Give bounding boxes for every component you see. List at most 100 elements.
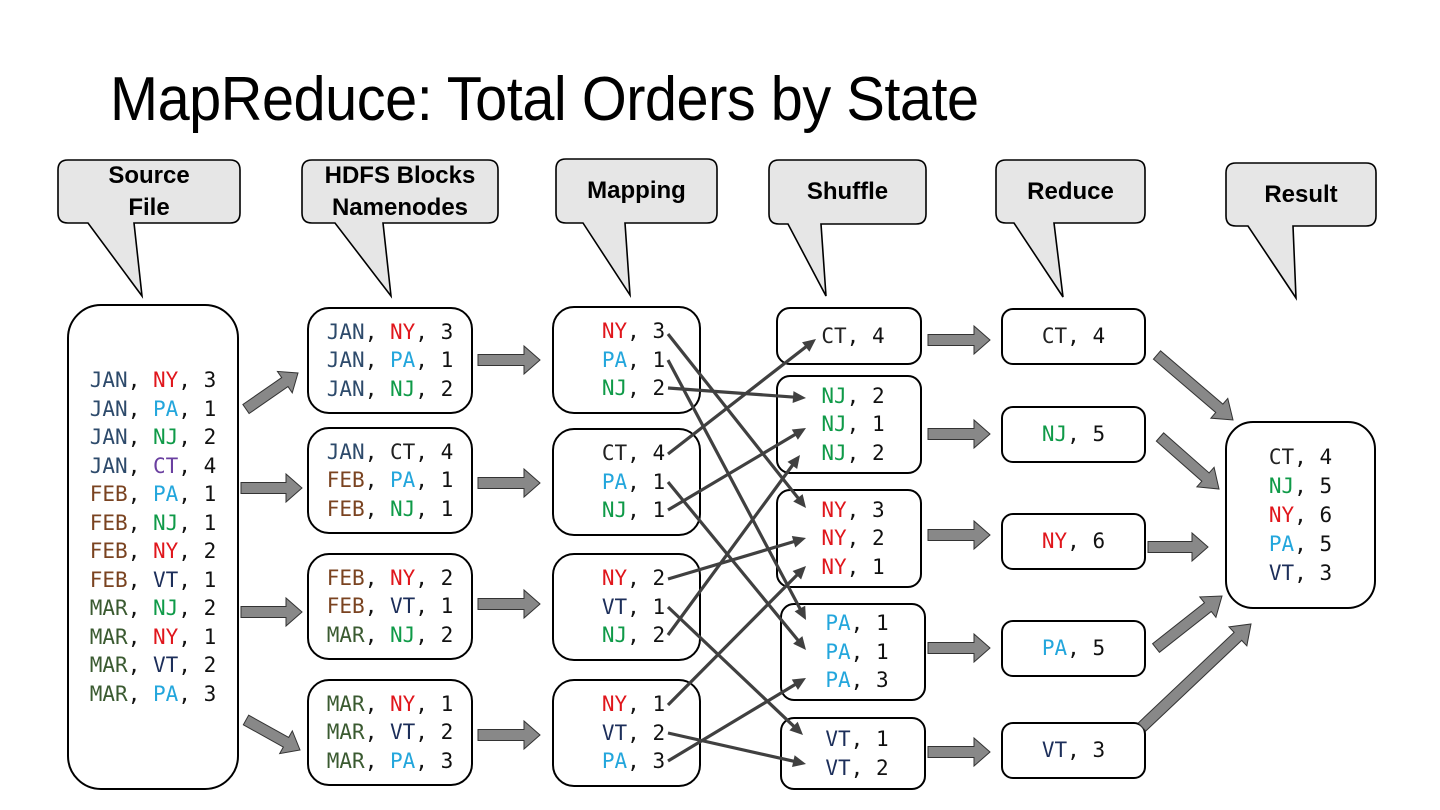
record-row: CT, 4 (1269, 443, 1332, 472)
separator: , (178, 425, 204, 449)
shuffle-block-1: CT, 4 (776, 307, 922, 365)
separator: , (415, 622, 441, 647)
separator: , (127, 453, 153, 478)
separator: , (846, 383, 872, 408)
record-value: 1 (875, 611, 889, 636)
record-row: PA, 1 (825, 638, 888, 667)
record-key: PA (389, 748, 416, 773)
stage-label-line: Source (108, 161, 190, 189)
record-value: 4 (652, 441, 666, 466)
separator: , (364, 622, 390, 647)
record-key: PA (601, 347, 628, 372)
record-row: NY, 3 (821, 496, 884, 525)
callout-shape (995, 159, 1146, 298)
stage-label-line: Mapping (587, 177, 686, 204)
record-row: NJ, 1 (602, 496, 665, 525)
separator: , (1067, 324, 1093, 349)
record-row: MAR, PA, 3 (327, 747, 453, 776)
separator: , (178, 368, 204, 392)
record-key: NJ (389, 376, 416, 401)
record-key: FEB (89, 567, 128, 592)
separator: , (364, 376, 390, 401)
record-key: MAR (89, 653, 128, 677)
separator: , (127, 539, 153, 563)
reduce-block-nj: NJ, 5 (1001, 406, 1146, 463)
record-value: 4 (1092, 324, 1106, 349)
record-key: PA (825, 611, 851, 636)
record-value: 5 (1319, 473, 1333, 498)
record-key: CT (601, 441, 628, 466)
stage-label-line: HDFS Blocks (324, 161, 476, 189)
record-key: NY (601, 566, 628, 591)
record-value: 2 (871, 440, 885, 465)
separator: , (127, 596, 153, 620)
record-key: PA (389, 348, 416, 373)
record-value: 1 (203, 624, 217, 649)
reduce-block-ny: NY, 6 (1001, 513, 1146, 570)
record-value: 1 (203, 510, 217, 535)
callout-shape (301, 159, 499, 299)
record-key: VT (1268, 560, 1295, 585)
record-key: FEB (326, 468, 365, 493)
separator: , (127, 624, 153, 649)
separator: , (627, 594, 653, 619)
separator: , (415, 439, 441, 464)
record-row: NY, 1 (821, 553, 884, 582)
separator: , (364, 439, 390, 464)
record-row: VT, 2 (602, 719, 665, 748)
record-row: NY, 6 (1042, 527, 1105, 556)
record-key: NY (152, 368, 179, 392)
record-row: MAR, VT, 2 (327, 718, 453, 747)
record-key: VT (389, 720, 416, 745)
stage-label-shuffle: Shuffle (769, 176, 926, 208)
separator: , (846, 497, 872, 522)
separator: , (364, 496, 390, 521)
record-key: VT (152, 653, 179, 677)
record-row: NJ, 1 (821, 410, 884, 439)
record-key: JAN (326, 439, 365, 464)
separator: , (627, 347, 653, 372)
separator: , (178, 567, 204, 592)
record-row: NY, 6 (1269, 501, 1332, 530)
callout-shape (555, 158, 718, 299)
separator: , (1294, 473, 1320, 498)
separator: , (415, 319, 441, 344)
record-value: 4 (203, 453, 217, 478)
record-value: 1 (203, 567, 217, 592)
record-key: NY (821, 526, 847, 551)
record-key: MAR (89, 624, 128, 649)
record-value: 2 (440, 376, 454, 401)
separator: , (364, 319, 390, 344)
record-row: FEB, PA, 1 (327, 466, 453, 495)
stage-label-reduce: Reduce (996, 176, 1145, 208)
record-row: MAR, NJ, 2 (90, 594, 216, 623)
record-row: FEB, VT, 1 (90, 566, 216, 595)
separator: , (178, 482, 204, 506)
record-value: 4 (1319, 444, 1333, 469)
separator: , (178, 396, 204, 421)
record-key: PA (601, 469, 628, 494)
separator: , (1067, 738, 1093, 763)
record-key: PA (152, 396, 179, 421)
record-key: PA (389, 468, 416, 493)
separator: , (627, 376, 653, 401)
record-value: 6 (1319, 502, 1333, 527)
record-value: 1 (203, 482, 217, 506)
record-value: 2 (871, 383, 885, 408)
record-row: NJ, 2 (821, 439, 884, 468)
record-row: CT, 4 (1042, 322, 1105, 351)
separator: , (364, 748, 390, 773)
stage-label-line: File (128, 193, 170, 221)
record-value: 2 (440, 720, 454, 745)
record-row: PA, 5 (1042, 634, 1105, 663)
record-key: NY (601, 692, 628, 717)
record-value: 2 (652, 720, 666, 745)
record-value: 2 (652, 376, 666, 401)
record-row: VT, 2 (825, 754, 888, 783)
record-row: PA, 1 (602, 468, 665, 497)
record-key: FEB (326, 565, 365, 590)
